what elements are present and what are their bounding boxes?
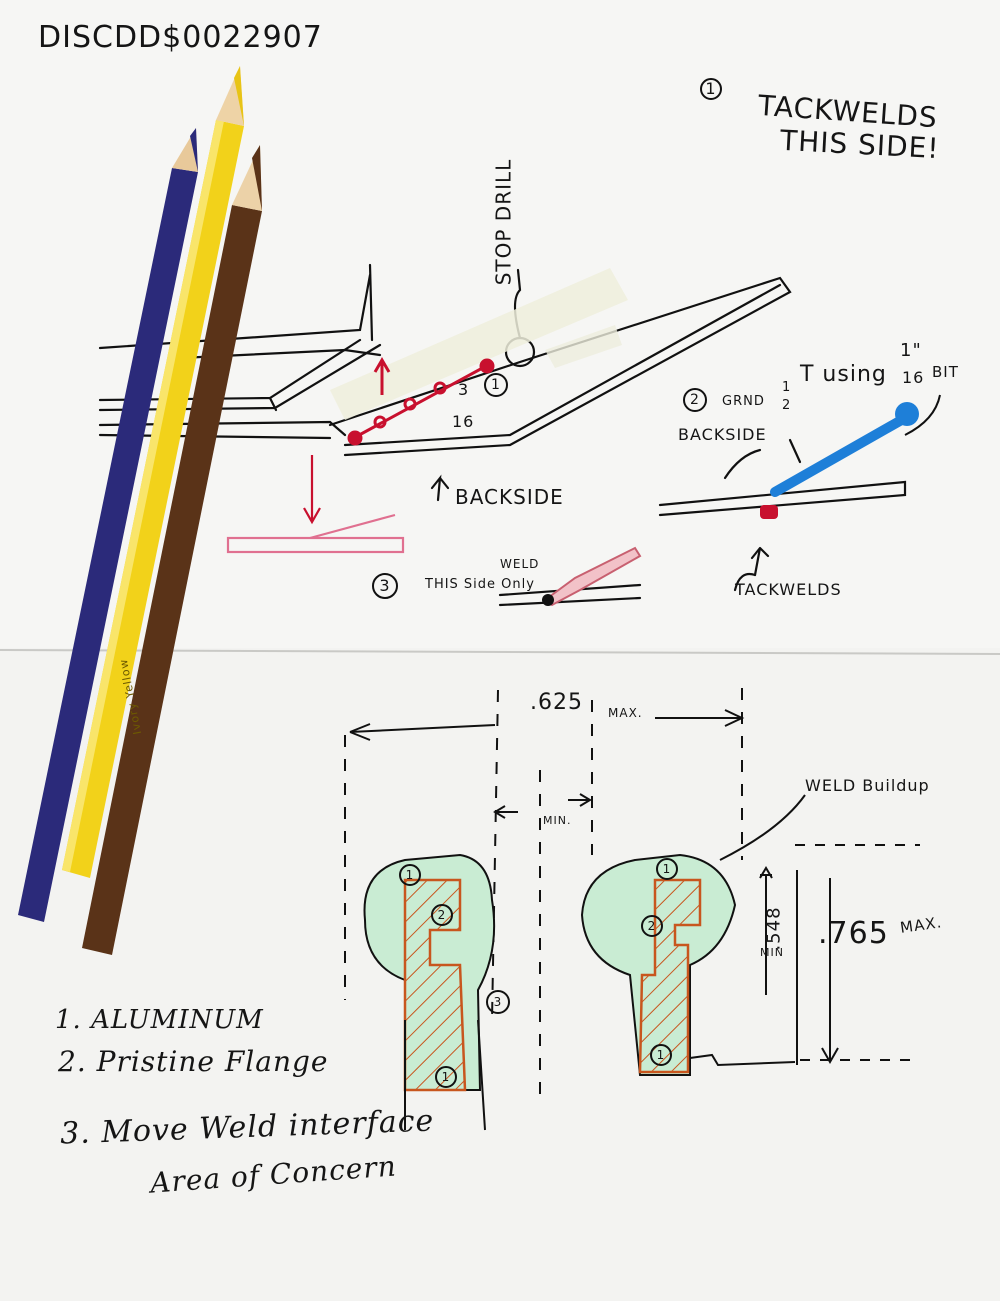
- note-3-text: THIS Side Only: [425, 577, 535, 592]
- note-1-number: 1: [700, 78, 722, 100]
- dimension-548: .548: [763, 906, 785, 951]
- note-2-half-den: 2: [782, 398, 792, 413]
- tackwelds-label: TACKWELDS: [735, 580, 842, 599]
- weld-sketch: [542, 546, 642, 607]
- legend-item-2: 2. Pristine Flange: [58, 1045, 329, 1078]
- callout-1-top: 1: [484, 373, 508, 397]
- blue-grind-stroke: [770, 394, 941, 497]
- red-drill-holes: [347, 357, 495, 446]
- callout-left-3: 3: [486, 990, 510, 1014]
- yellow-pencil: [62, 66, 244, 878]
- dimension-625-max: MAX.: [608, 706, 643, 720]
- note-3-weld: WELD: [500, 557, 540, 571]
- brown-pencil: [82, 145, 262, 955]
- fraction-denominator: 16: [452, 412, 475, 431]
- callout-right-2: 2: [641, 915, 663, 937]
- backside-label-main: BACKSIDE: [455, 485, 564, 509]
- legend-item-1: 1. ALUMINUM: [55, 1005, 264, 1035]
- backside-label-right: BACKSIDE: [678, 425, 767, 444]
- note-2-bit: BIT: [932, 363, 959, 381]
- dimension-548-min: MIN: [760, 946, 784, 959]
- weld-buildup-label: WELD Buildup: [805, 776, 930, 795]
- note-2-t-using: T using: [800, 362, 887, 387]
- callout-right-3: 1: [650, 1044, 672, 1066]
- left-flange-section: [363, 853, 496, 1131]
- red-tack-weld: [760, 505, 778, 519]
- callout-left-4: 1: [435, 1066, 457, 1088]
- note-2-bit-num: 1": [900, 340, 922, 361]
- red-arrow-sketch: [226, 455, 405, 554]
- dimension-lines: [344, 688, 920, 1100]
- bottom-paper-sheet: [0, 648, 1000, 1301]
- dimension-625: .625: [530, 690, 583, 715]
- note-3-number: 3: [372, 573, 398, 599]
- stop-drill-label: STOP DRILL: [491, 158, 516, 286]
- note-2-grind: GRND: [722, 394, 765, 409]
- dimension-765: .765: [818, 916, 889, 951]
- note-2-bit-den: 16: [902, 368, 925, 387]
- blue-pencil: [18, 128, 198, 922]
- header-code: DISCDD$0022907: [38, 20, 323, 55]
- callout-left-1: 1: [399, 864, 421, 886]
- note-2-half-num: 1: [782, 380, 792, 395]
- callout-right-1: 1: [656, 858, 678, 880]
- callout-left-2: 2: [431, 904, 453, 926]
- fraction-numerator: 3: [458, 380, 470, 399]
- pencils: [18, 66, 262, 955]
- masking-tape: [330, 268, 628, 420]
- note-2-number: 2: [683, 388, 707, 412]
- dimension-min-label: MIN.: [543, 814, 572, 827]
